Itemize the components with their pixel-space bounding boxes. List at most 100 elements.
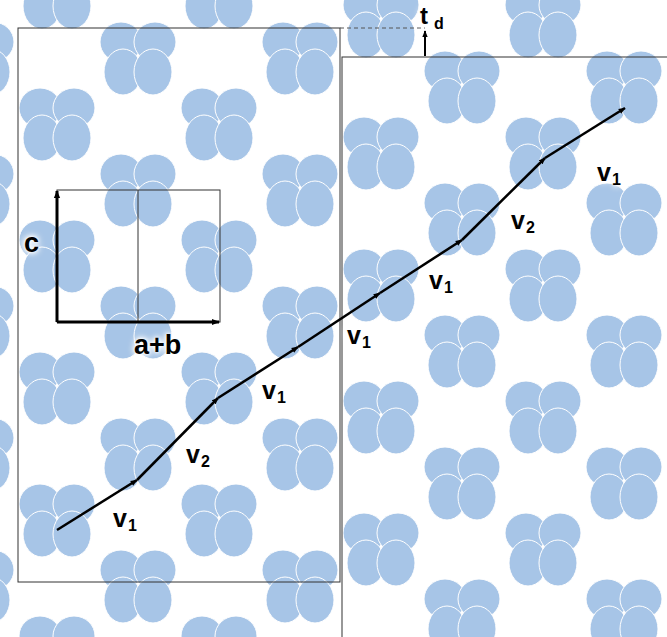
molecule-lobe: [215, 115, 253, 161]
axis-label: a+b: [134, 332, 181, 359]
axis-arrow: [56, 191, 59, 322]
molecule: [586, 579, 662, 637]
molecule: [0, 550, 14, 623]
molecule: [181, 220, 257, 293]
molecule: [505, 513, 581, 586]
vector-label: v: [429, 268, 443, 293]
molecule: [343, 0, 419, 58]
molecule-lobe: [53, 247, 91, 293]
molecule-lobe: [296, 49, 334, 95]
molecule: [262, 22, 338, 95]
vector-subscript: 1: [277, 390, 286, 406]
molecule-lobe: [215, 511, 253, 557]
molecule: [262, 550, 338, 623]
molecule-lobe: [215, 616, 257, 637]
molecule-lobe: [134, 49, 172, 95]
molecule-lobe: [539, 540, 577, 586]
molecule: [0, 154, 14, 227]
molecule: [19, 352, 95, 425]
lattice-vector: [137, 398, 218, 480]
molecule: [505, 117, 581, 190]
lattice-vector: [218, 347, 298, 398]
offset-guide: [340, 28, 425, 29]
molecule-lobe: [53, 616, 95, 637]
molecule-lobe: [215, 0, 253, 29]
vector-label: v: [113, 506, 127, 531]
domain-frame: [18, 28, 340, 582]
molecule-lobe: [458, 210, 496, 256]
molecule: [424, 447, 500, 520]
molecule-lobe: [0, 577, 10, 623]
molecule: [505, 381, 581, 454]
vector-subscript: 2: [201, 454, 210, 470]
molecule: [262, 418, 338, 491]
molecule: [262, 154, 338, 227]
molecule-lobe: [0, 313, 10, 359]
molecule-lobe: [0, 445, 10, 491]
lattice-vector: [57, 480, 137, 530]
offset-subscript: d: [434, 16, 444, 32]
molecule-lobe: [377, 408, 415, 454]
molecule-lobe: [458, 606, 496, 637]
vector-label: v: [186, 442, 200, 467]
molecule: [0, 22, 14, 95]
molecule: [19, 0, 95, 29]
molecule: [0, 418, 14, 491]
offset-label: t: [420, 4, 428, 28]
molecule: [19, 88, 95, 161]
molecule-lobe: [134, 181, 172, 227]
molecule-lobe: [539, 408, 577, 454]
offset-arrow: [424, 31, 426, 56]
molecule: [424, 51, 500, 124]
molecule: [19, 616, 95, 637]
vector-subscript: 1: [612, 172, 621, 188]
molecule: [100, 550, 176, 623]
lattice-vector: [462, 158, 545, 240]
molecule: [19, 484, 95, 557]
molecule-lobe: [296, 577, 334, 623]
axis-label: c: [24, 230, 39, 257]
molecule-lobe: [620, 78, 658, 124]
molecule-lobe: [296, 181, 334, 227]
molecule-lobe: [134, 577, 172, 623]
vector-path: [57, 108, 625, 530]
vector-label: v: [262, 378, 276, 403]
molecule-lobe: [458, 78, 496, 124]
molecule: [586, 447, 662, 520]
molecule-lobe: [377, 12, 415, 58]
unit-cell: [57, 190, 220, 322]
molecule: [424, 183, 500, 256]
molecule-lobe: [539, 276, 577, 322]
vector-subscript: 2: [526, 220, 535, 236]
molecule-lobe: [377, 540, 415, 586]
molecule-lattice: [0, 0, 341, 637]
unit-cell: [138, 190, 139, 322]
molecule: [586, 315, 662, 388]
molecule: [181, 616, 257, 637]
molecule-lobe: [377, 144, 415, 190]
molecule: [505, 249, 581, 322]
molecule: [343, 117, 419, 190]
molecule: [0, 286, 14, 359]
molecule-lobe: [53, 379, 91, 425]
domain-frame: [342, 57, 667, 637]
vector-subscript: 1: [444, 280, 453, 296]
molecule-lobe: [215, 379, 253, 425]
vector-subscript: 1: [128, 518, 137, 534]
lattice-vector: [545, 108, 625, 158]
axis-arrow: [57, 321, 219, 324]
molecule: [586, 51, 662, 124]
molecule: [424, 579, 500, 637]
vector-label: v: [511, 208, 525, 233]
molecule-lobe: [620, 474, 658, 520]
molecule: [100, 22, 176, 95]
molecule: [343, 381, 419, 454]
molecule-lobe: [296, 445, 334, 491]
molecule-lobe: [620, 606, 658, 637]
molecule: [181, 0, 257, 29]
molecule: [181, 352, 257, 425]
vector-label: v: [597, 160, 611, 185]
molecule-lattice: [342, 0, 667, 637]
molecule: [586, 183, 662, 256]
